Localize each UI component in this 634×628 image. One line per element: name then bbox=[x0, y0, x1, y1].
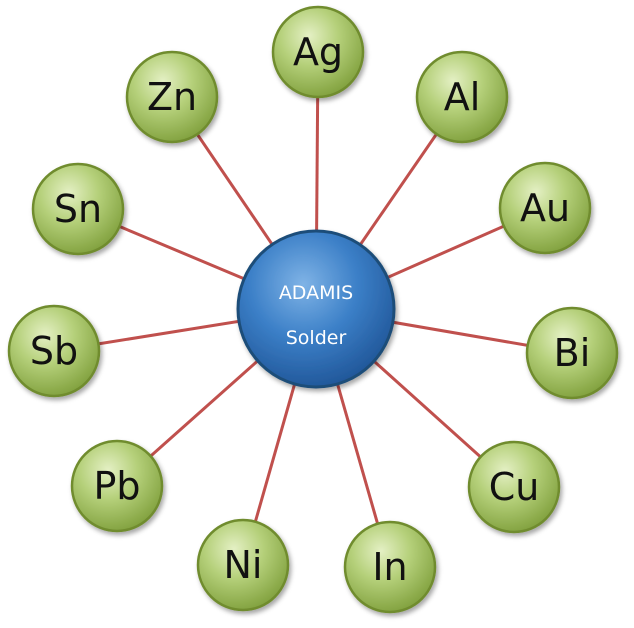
element-node-sn: Sn bbox=[31, 162, 125, 256]
element-circle-au bbox=[498, 161, 592, 255]
element-node-ag: Ag bbox=[271, 5, 365, 99]
element-label-pb: Pb bbox=[93, 464, 140, 508]
element-node-pb: Pb bbox=[70, 439, 164, 533]
element-node-al: Al bbox=[415, 50, 509, 144]
hub-node: ADAMIS Solder bbox=[236, 229, 396, 389]
element-label-al: Al bbox=[444, 75, 481, 119]
element-label-ni: Ni bbox=[224, 543, 263, 587]
element-circle-pb bbox=[70, 439, 164, 533]
element-node-au: Au bbox=[498, 161, 592, 255]
element-circle-bi bbox=[525, 306, 619, 400]
element-label-zn: Zn bbox=[147, 75, 197, 119]
element-node-sb: Sb bbox=[7, 304, 101, 398]
element-circle-cu bbox=[467, 440, 561, 534]
element-node-cu: Cu bbox=[467, 440, 561, 534]
element-circle-al bbox=[415, 50, 509, 144]
hub-label-line1: ADAMIS bbox=[279, 282, 353, 304]
element-label-au: Au bbox=[520, 186, 570, 230]
element-label-bi: Bi bbox=[554, 331, 591, 375]
element-label-in: In bbox=[372, 545, 407, 589]
element-node-bi: Bi bbox=[525, 306, 619, 400]
element-label-cu: Cu bbox=[489, 465, 540, 509]
element-label-sb: Sb bbox=[30, 329, 78, 373]
element-circle-in bbox=[343, 520, 437, 614]
hub-circle bbox=[236, 229, 396, 389]
element-circle-ni bbox=[196, 518, 290, 612]
element-circle-ag bbox=[271, 5, 365, 99]
element-circle-sn bbox=[31, 162, 125, 256]
element-circle-zn bbox=[125, 50, 219, 144]
element-node-zn: Zn bbox=[125, 50, 219, 144]
element-label-ag: Ag bbox=[293, 30, 343, 74]
element-node-ni: Ni bbox=[196, 518, 290, 612]
element-node-in: In bbox=[343, 520, 437, 614]
element-circle-sb bbox=[7, 304, 101, 398]
hub-label-line2: Solder bbox=[286, 327, 347, 349]
element-label-sn: Sn bbox=[54, 187, 102, 231]
